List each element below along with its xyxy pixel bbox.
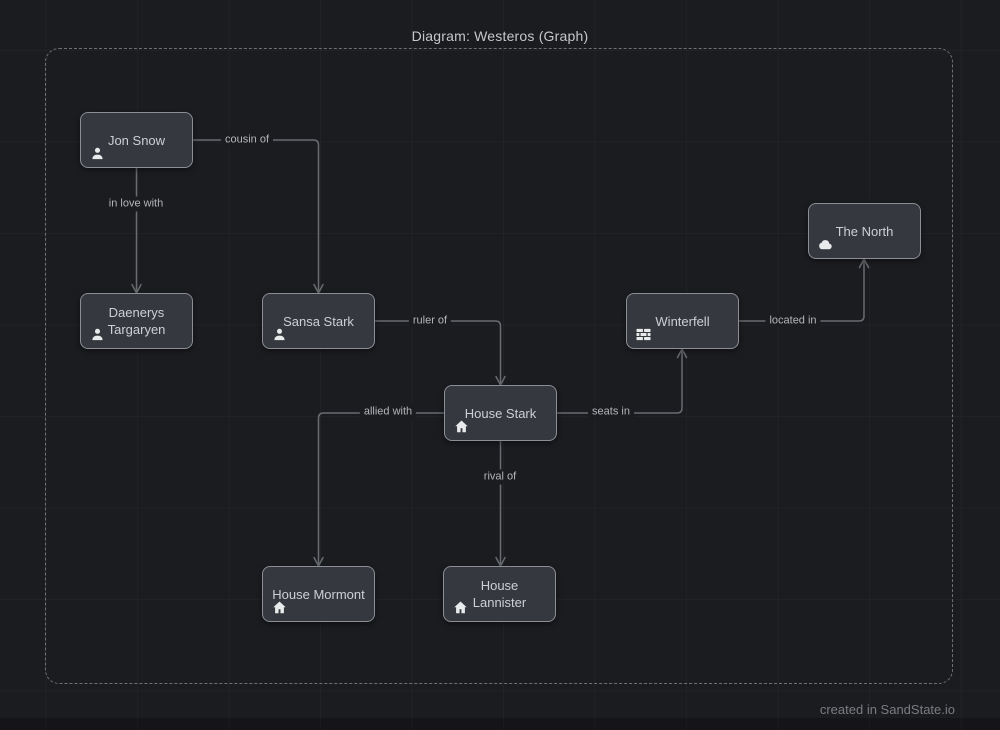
home-icon: [454, 419, 469, 434]
wall-icon: [636, 327, 651, 342]
arrowhead-house-stark-winterfell: [676, 348, 688, 359]
person-icon: [90, 146, 105, 161]
node-sansa-stark[interactable]: Sansa Stark: [262, 293, 375, 349]
home-icon: [453, 600, 468, 615]
footer-credit: created in SandState.io: [819, 702, 955, 717]
node-label-winterfell: Winterfell: [655, 313, 710, 329]
edge-label-in-love-with: in love with: [104, 196, 168, 212]
diagram-frame: [45, 48, 953, 684]
node-the-north[interactable]: The North: [808, 203, 921, 259]
diagram-title: Diagram: Westeros (Graph): [411, 28, 589, 44]
edge-jon-snow-sansa-stark: [192, 139, 320, 294]
person-icon: [272, 327, 287, 342]
edge-house-stark-winterfell: [556, 348, 683, 414]
node-label-house-stark: House Stark: [464, 405, 537, 421]
node-winterfell[interactable]: Winterfell: [626, 293, 739, 349]
bottom-strip: [0, 718, 1000, 730]
node-label-sansa-stark: Sansa Stark: [283, 313, 354, 329]
node-house-mormont[interactable]: House Mormont: [262, 566, 375, 622]
edge-winterfell-the-north: [738, 258, 865, 322]
cloud-icon: [818, 237, 833, 252]
arrowhead-winterfell-the-north: [858, 258, 870, 269]
edge-house-stark-house-mormont: [317, 412, 445, 567]
edge-sansa-stark-house-stark: [374, 320, 502, 386]
edge-label-allied-with: allied with: [359, 404, 417, 420]
edge-label-ruler-of: ruler of: [408, 313, 452, 329]
node-jon-snow[interactable]: Jon Snow: [80, 112, 193, 168]
node-label-jon-snow: Jon Snow: [107, 132, 166, 148]
node-label-house-mormont: House Mormont: [272, 586, 365, 602]
edge-label-cousin-of: cousin of: [220, 132, 274, 148]
edge-label-located-in: located in: [765, 313, 821, 329]
node-house-stark[interactable]: House Stark: [444, 385, 557, 441]
node-label-the-north: The North: [835, 223, 894, 239]
edge-label-rival-of: rival of: [479, 469, 521, 485]
person-icon: [90, 327, 105, 342]
home-icon: [272, 600, 287, 615]
edge-label-seats-in: seats in: [588, 404, 634, 420]
